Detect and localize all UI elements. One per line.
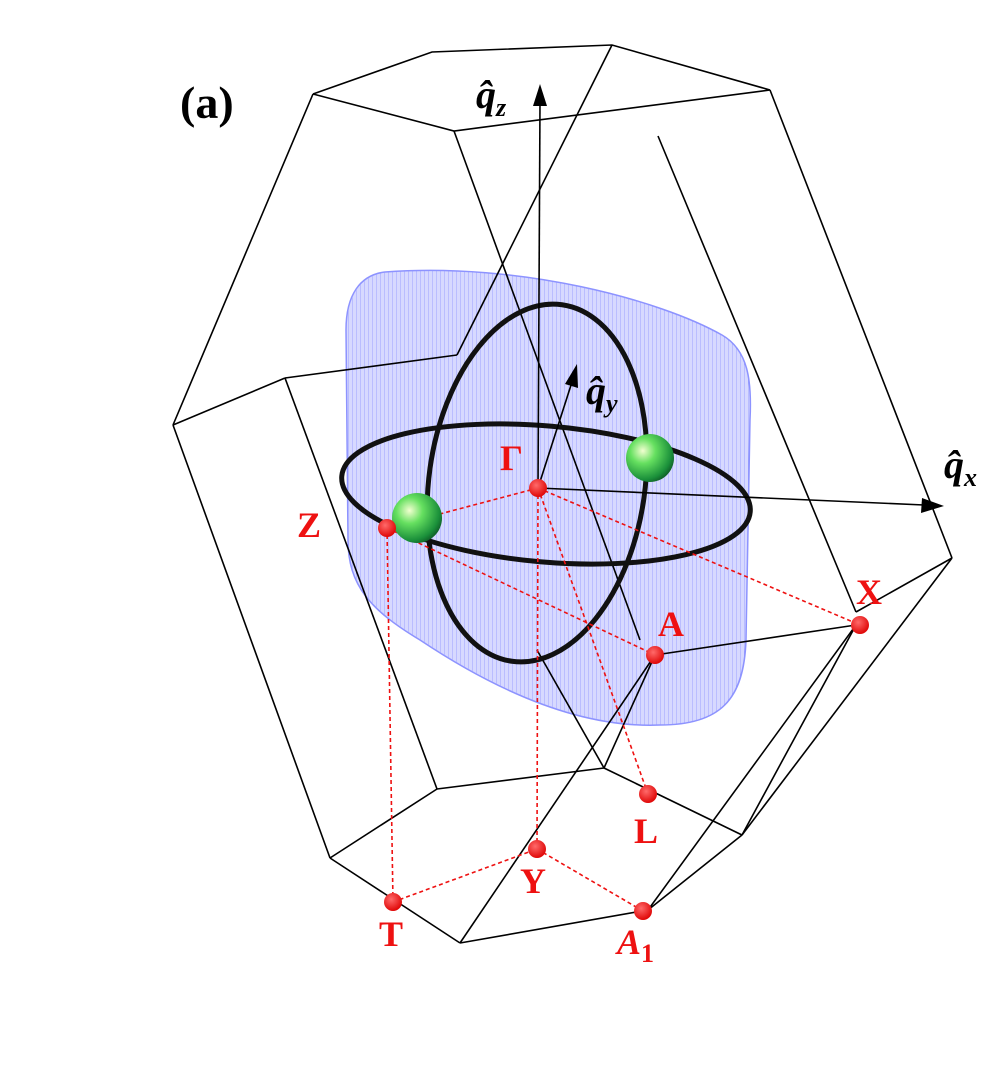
point-l xyxy=(639,785,657,803)
high-symmetry-points xyxy=(378,479,869,920)
point-t xyxy=(384,893,402,911)
label-t: T xyxy=(379,914,403,954)
label-l: L xyxy=(634,811,658,851)
point-y xyxy=(528,840,546,858)
nodal-ring-vertical xyxy=(424,301,650,665)
label-z: Z xyxy=(297,505,321,545)
label-y: Y xyxy=(520,861,546,901)
point-a xyxy=(646,646,664,664)
panel-label: (a) xyxy=(180,77,234,128)
axis-label-qy: q̂y xyxy=(586,368,618,418)
high-symmetry-paths xyxy=(386,487,861,912)
label-x: X xyxy=(856,572,882,612)
point-gamma xyxy=(529,479,547,497)
label-a: A xyxy=(658,604,684,644)
brillouin-zone-edges xyxy=(172,44,953,944)
label-gamma: Γ xyxy=(500,438,523,478)
point-x xyxy=(851,616,869,634)
nodal-ring-horizontal xyxy=(339,421,753,567)
weyl-sphere-right xyxy=(626,434,674,482)
axes xyxy=(533,84,944,513)
label-a1: A1 xyxy=(615,922,654,968)
point-a1 xyxy=(634,902,652,920)
point-z xyxy=(378,519,396,537)
weyl-sphere-left xyxy=(392,493,442,543)
axis-label-qx: q̂x xyxy=(944,442,977,492)
axis-label-qz: q̂z xyxy=(476,72,507,122)
